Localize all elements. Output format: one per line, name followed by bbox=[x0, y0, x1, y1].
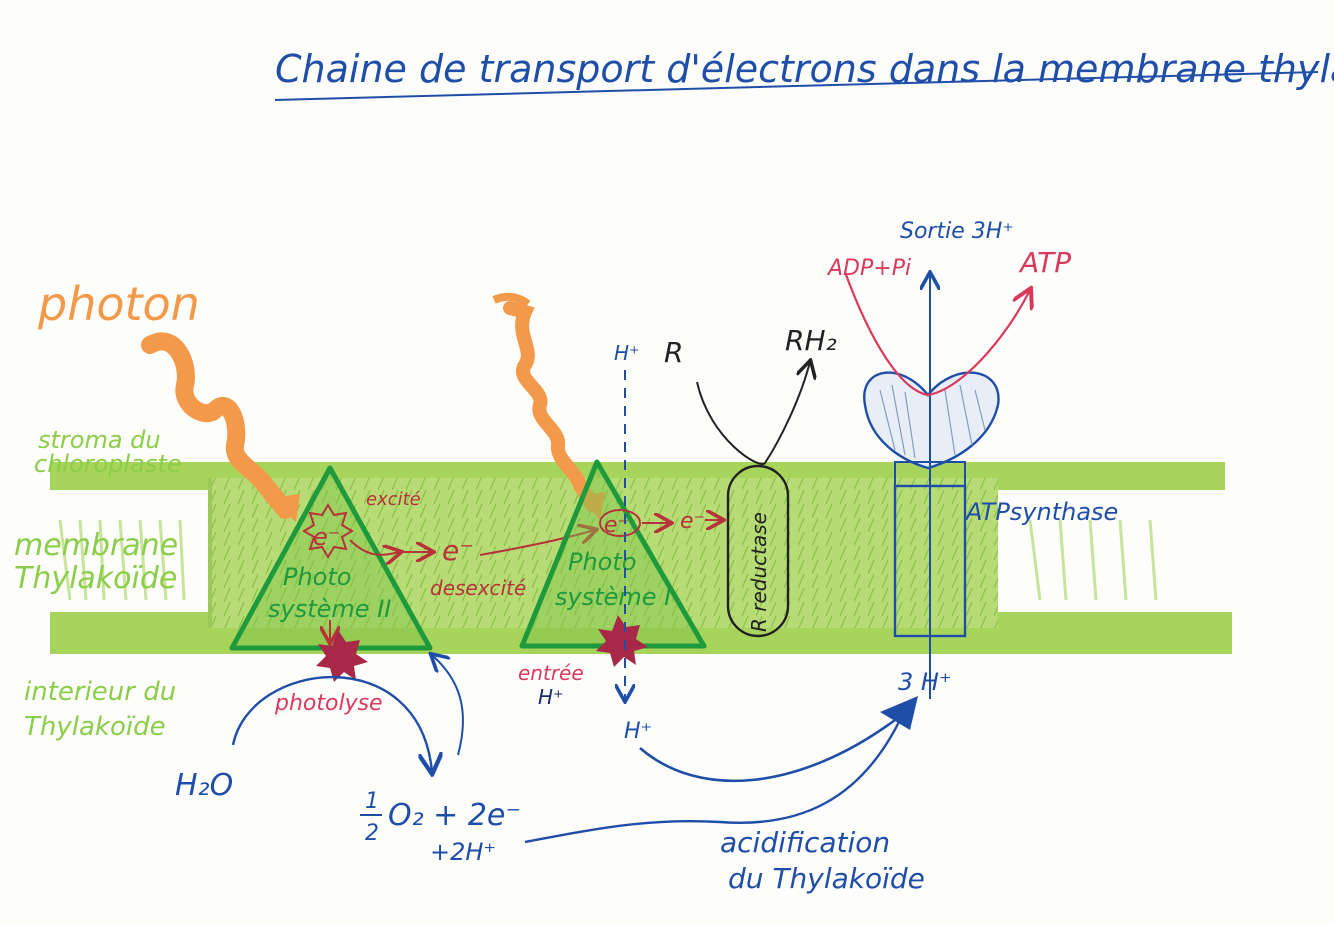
transfer-electron: e⁻ bbox=[442, 534, 474, 567]
oxygen-return-arrow bbox=[432, 655, 464, 756]
title-underline bbox=[274, 71, 1319, 101]
photon-arrow-2 bbox=[492, 292, 605, 520]
photon-arrow-1 bbox=[141, 332, 300, 522]
photolysis-label: photolyse bbox=[274, 691, 383, 716]
membrane-label-line2: Thylakoïde bbox=[14, 561, 177, 596]
atp-label: ATP bbox=[1018, 246, 1071, 279]
stroma-label-line1: stroma du bbox=[38, 426, 161, 454]
acidification-arrow bbox=[524, 719, 902, 844]
proton-top: H⁺ bbox=[614, 341, 640, 365]
water-arc bbox=[231, 675, 432, 772]
r-reductase: R reductase bbox=[696, 362, 810, 638]
ps2-to-transfer-arrow bbox=[349, 539, 400, 555]
ps2-name-line1: Photo bbox=[283, 563, 351, 591]
atp-synthase-label: ATPsynthase bbox=[964, 498, 1118, 526]
acidification-label-line2: du Thylakoïde bbox=[728, 862, 925, 895]
page-title: Chaine de transport d'électrons dans la … bbox=[275, 47, 1334, 91]
released-protons: +2H⁺ bbox=[430, 838, 496, 866]
proton-arrowhead bbox=[880, 696, 918, 730]
water-label: H₂O bbox=[175, 768, 233, 803]
oxygen-fraction-num: 1 bbox=[365, 789, 379, 814]
proton-bottom: H⁺ bbox=[624, 719, 652, 744]
ps1-name-line2: système I bbox=[555, 583, 671, 611]
interior-label-line1: interieur du bbox=[24, 677, 176, 707]
membrane-label-line1: membrane bbox=[14, 528, 178, 563]
proton-entry-label: 3 H⁺ bbox=[898, 668, 952, 696]
proton-exit-label: Sortie 3H⁺ bbox=[900, 219, 1014, 244]
deexcited-label: desexcité bbox=[430, 576, 526, 600]
ps1-electron-out: e⁻ bbox=[680, 509, 705, 534]
acidification-label-line1: acidification bbox=[720, 826, 890, 859]
reductase-label: R reductase bbox=[747, 512, 771, 632]
ps1-name-line1: Photo bbox=[568, 548, 636, 576]
atp-synthase bbox=[863, 274, 1000, 699]
adp-pi-label: ADP+Pi bbox=[826, 256, 911, 281]
entry-label-line2: H⁺ bbox=[538, 685, 564, 709]
photolysis-star bbox=[316, 630, 368, 682]
photon-label: photon bbox=[37, 277, 200, 331]
entry-label-line1: entrée bbox=[518, 661, 584, 685]
ps2-electron: e⁻ bbox=[313, 523, 340, 551]
r-to-rh2-arrow bbox=[696, 362, 810, 465]
transfer-to-ps1-arrow bbox=[479, 530, 595, 556]
oxygen-fraction-den: 2 bbox=[365, 821, 379, 846]
ps2-name-line2: système II bbox=[268, 595, 391, 623]
stroma-label-line2: chloroplaste bbox=[34, 450, 182, 478]
photosystem-ii: e⁻ excité Photo système II bbox=[229, 465, 433, 651]
r-substrate: R bbox=[664, 336, 683, 369]
oxygen-products: O₂ + 2e⁻ bbox=[388, 798, 521, 833]
proton-to-synthase-arrow bbox=[639, 718, 896, 783]
interior-label-line2: Thylakoïde bbox=[24, 712, 166, 742]
adp-to-atp-arrow bbox=[843, 271, 1030, 397]
rh2-product: RH₂ bbox=[785, 324, 837, 357]
ps2-excited-label: excité bbox=[366, 489, 421, 510]
